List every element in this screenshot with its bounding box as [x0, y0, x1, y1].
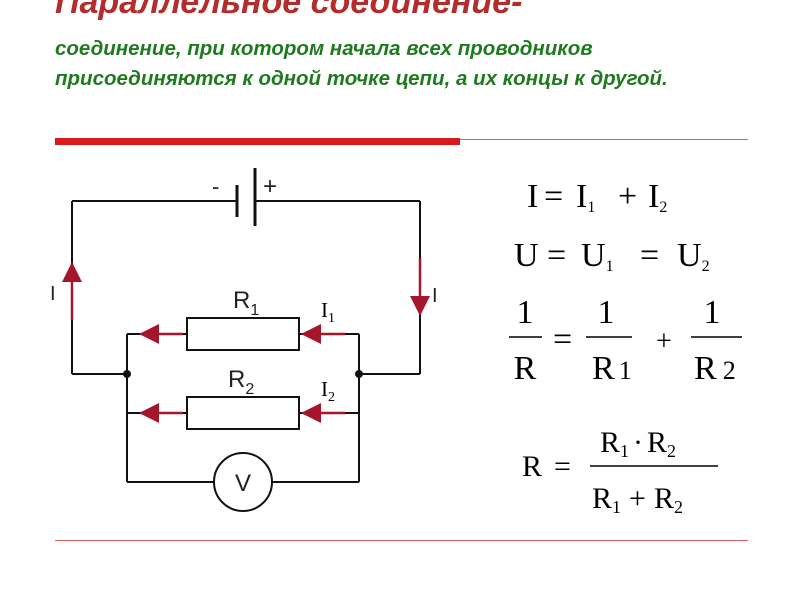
- resistor-r1: [186, 317, 300, 351]
- formula-total-denominator: R1+R2: [592, 482, 683, 517]
- formula-recip-den: R: [514, 350, 537, 387]
- battery-minus-label: -: [212, 174, 219, 199]
- voltmeter: [213, 452, 273, 512]
- junction-left: [123, 370, 131, 378]
- divider-bottom: [55, 540, 748, 541]
- formula-total-lhs: R: [522, 450, 542, 483]
- formula-total-numerator: R1·R2: [600, 426, 676, 461]
- resistor-r2: [186, 396, 300, 430]
- voltmeter-label: V: [235, 470, 251, 497]
- formula-voltage-term1: U1: [581, 237, 614, 275]
- battery-plus-label: +: [263, 173, 277, 200]
- formula-voltage-eq2: =: [640, 237, 659, 274]
- current2-label: I2: [321, 377, 335, 405]
- formula-current-term2: I2: [648, 178, 667, 216]
- current-label-left: I: [50, 283, 56, 305]
- formula-recip-num1: 1: [598, 294, 615, 331]
- formula-voltage-eq: =: [547, 237, 566, 274]
- slide-title: Параллельное соединение-: [55, 0, 523, 21]
- junction-right: [355, 370, 363, 378]
- definition-text: соединение, при котором начала всех пров…: [55, 37, 668, 90]
- formula-current-lhs: I: [527, 178, 538, 215]
- formula-recip-num2: 1: [704, 294, 721, 331]
- formula-current-eq: =: [544, 178, 563, 215]
- divider-top: [460, 139, 748, 140]
- accent-rule: [55, 138, 460, 145]
- formula-current: I = I1 + I2: [527, 178, 667, 216]
- formula-voltage-lhs: U: [514, 237, 539, 274]
- current1-label: I1: [321, 298, 335, 326]
- formula-current-term1: I1: [576, 178, 595, 216]
- formula-voltage-term2: U2: [677, 237, 710, 275]
- resistor1-label: R1: [233, 287, 259, 319]
- current-label-right: I: [432, 285, 438, 307]
- formula-recip-eq: =: [553, 321, 572, 358]
- formula-total-eq: =: [554, 450, 571, 483]
- formula-recip-plus: +: [656, 326, 672, 357]
- resistor2-label: R2: [228, 366, 254, 398]
- formula-total-resistance: R = R1·R2 R1+R2: [522, 426, 718, 517]
- formula-current-plus: +: [618, 178, 637, 215]
- formula-recip-num: 1: [517, 294, 534, 331]
- formula-voltage: U = U1 = U2: [514, 237, 710, 275]
